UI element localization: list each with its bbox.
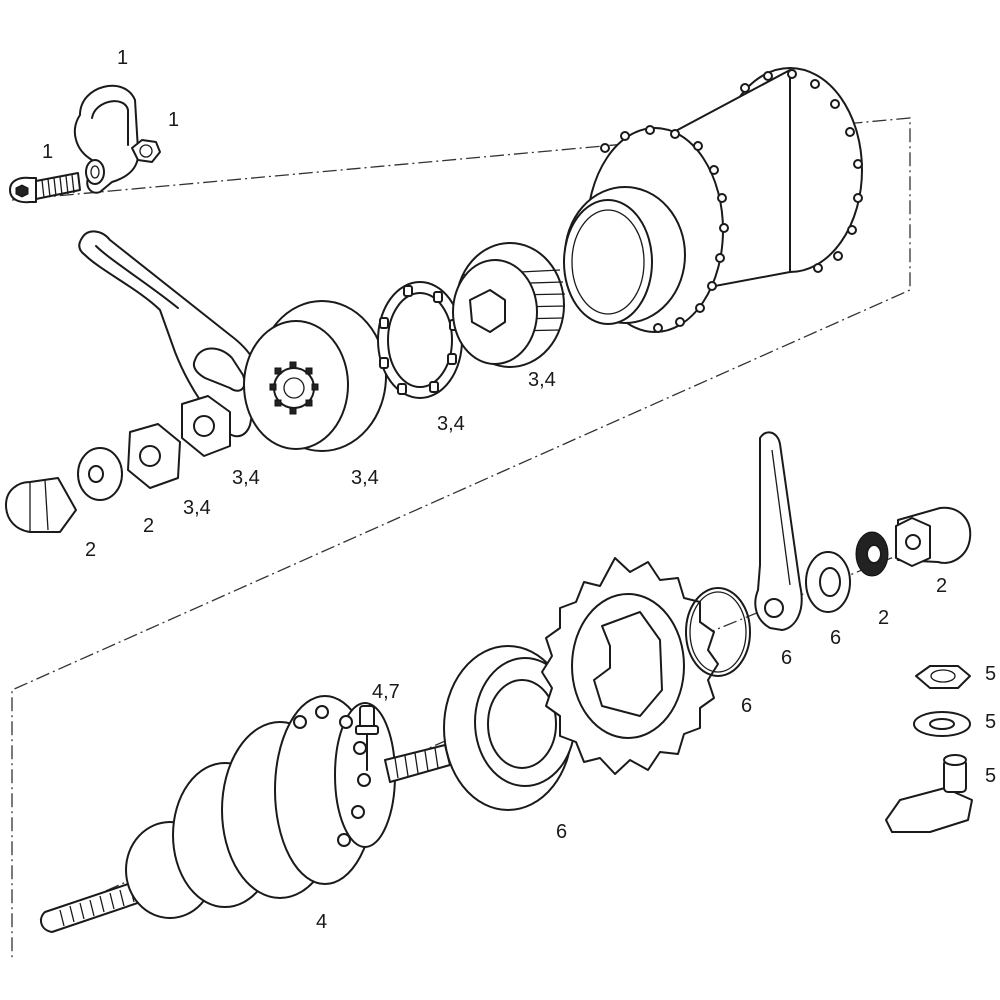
spare-washer bbox=[913, 711, 971, 737]
callout-4-7: 4,7 bbox=[372, 681, 400, 703]
serrated-washer bbox=[855, 531, 889, 577]
callout-3-4: 3,4 bbox=[183, 497, 211, 519]
clamp-bolt bbox=[9, 172, 81, 204]
lock-nut-left bbox=[181, 395, 231, 457]
spare-nut bbox=[915, 665, 971, 689]
push-rod-nipple bbox=[355, 705, 379, 771]
callout-3-4: 3,4 bbox=[528, 369, 556, 391]
callout-1: 1 bbox=[168, 109, 180, 131]
callout-3-4: 3,4 bbox=[437, 413, 465, 435]
callout-4: 4 bbox=[316, 911, 328, 933]
snap-ring bbox=[685, 587, 751, 677]
callout-2: 2 bbox=[878, 607, 890, 629]
callout-6: 6 bbox=[830, 627, 842, 649]
cap-nut-left bbox=[5, 477, 77, 533]
spare-bracket bbox=[885, 754, 973, 833]
callout-2: 2 bbox=[143, 515, 155, 537]
callout-5: 5 bbox=[985, 765, 997, 787]
dust-cap bbox=[443, 645, 576, 811]
cap-nut-right bbox=[895, 506, 972, 567]
clamp-band bbox=[73, 84, 140, 194]
brake-shoe-ring bbox=[452, 242, 566, 368]
callout-2: 2 bbox=[85, 539, 97, 561]
callout-1: 1 bbox=[42, 141, 54, 163]
callout-5: 5 bbox=[985, 711, 997, 733]
callout-6: 6 bbox=[741, 695, 753, 717]
callout-5: 5 bbox=[985, 663, 997, 685]
callout-6: 6 bbox=[781, 647, 793, 669]
axle-nut-left bbox=[127, 423, 181, 489]
washer-left bbox=[77, 447, 123, 501]
callout-2: 2 bbox=[936, 575, 948, 597]
clutch-arm bbox=[754, 431, 803, 631]
cone-nut bbox=[805, 551, 851, 613]
brake-arm bbox=[78, 230, 260, 438]
clamp-nut bbox=[131, 139, 161, 163]
brake-drum bbox=[243, 300, 387, 452]
roller-cage bbox=[377, 281, 463, 399]
hub-shell bbox=[563, 67, 863, 333]
gear-unit bbox=[39, 695, 451, 933]
callout-3-4: 3,4 bbox=[351, 467, 379, 489]
callout-1: 1 bbox=[117, 47, 129, 69]
callout-3-4: 3,4 bbox=[232, 467, 260, 489]
callout-6: 6 bbox=[556, 821, 568, 843]
